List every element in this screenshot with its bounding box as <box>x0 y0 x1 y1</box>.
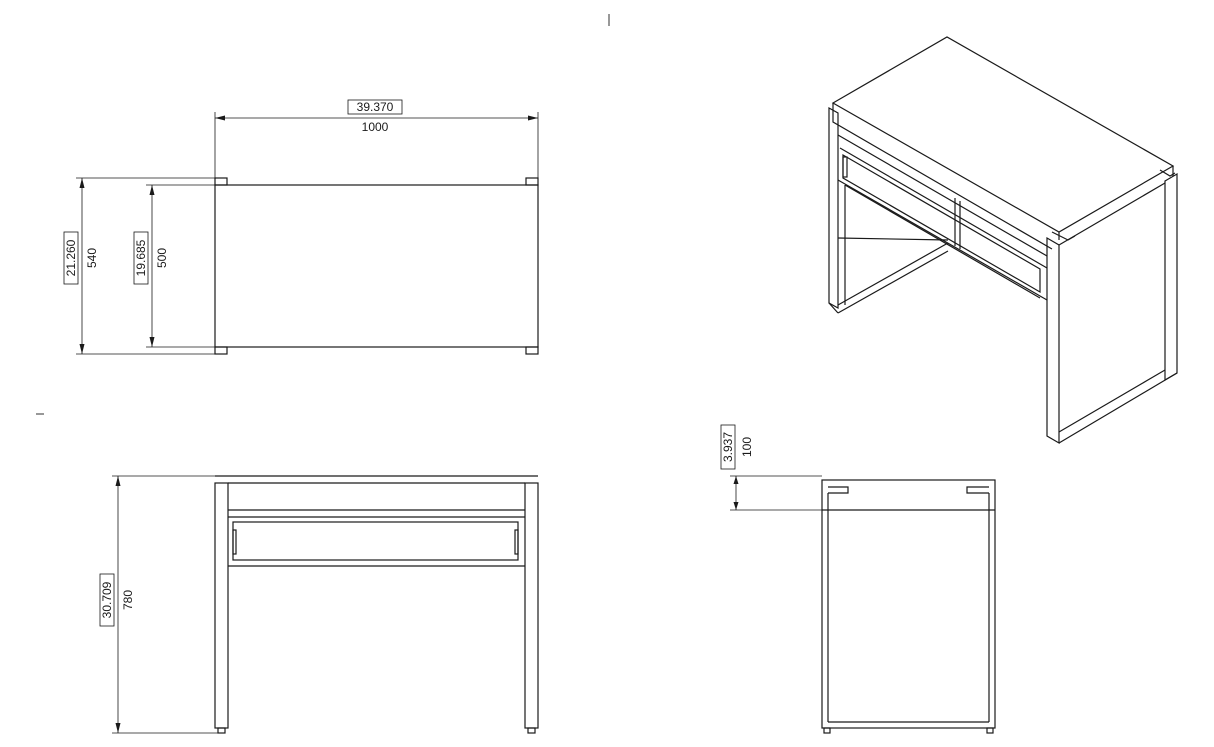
depth-outer-inch-label: 21.260 <box>64 239 78 276</box>
foot-left <box>217 727 226 734</box>
iso-tabletop <box>831 36 1175 233</box>
front-view <box>214 475 539 734</box>
leg-bottom-right <box>525 346 539 355</box>
leg-bottom-left <box>214 346 228 355</box>
height-inch-label: 30.709 <box>100 581 114 618</box>
drawer-handle-left <box>232 529 237 555</box>
leg-top-left <box>214 177 228 186</box>
depth-inner-mm-label: 500 <box>155 248 169 268</box>
iso-leg-front-right <box>1046 236 1060 445</box>
depth-inner-inch-label: 19.685 <box>134 239 148 276</box>
side-foot-right <box>986 727 994 734</box>
iso-drawer-front <box>842 153 1041 294</box>
apron-inch-label: 3.937 <box>721 432 735 462</box>
iso-leg-back-right <box>1164 172 1178 382</box>
foot-right <box>527 727 536 734</box>
isometric-view <box>828 36 1178 445</box>
height-dimension: 30.709 780 <box>99 475 218 734</box>
top-view <box>214 177 539 355</box>
leg-top-right <box>525 177 539 186</box>
side-foot-left <box>823 727 831 734</box>
front-leg-left <box>214 482 229 729</box>
width-inch-label: 39.370 <box>357 100 394 114</box>
front-drawer-panel <box>232 521 519 561</box>
height-mm-label: 780 <box>121 590 135 610</box>
depth-outer-dimension: 21.260 540 <box>63 177 215 355</box>
apron-dimension: 3.937 100 <box>720 424 822 511</box>
front-leg-right <box>524 482 539 729</box>
side-view <box>821 479 996 734</box>
width-dimension: 39.370 1000 <box>214 99 539 178</box>
side-frame-outer <box>821 479 996 729</box>
width-inch-bracket <box>347 99 403 115</box>
desk-top-outline <box>214 184 539 348</box>
iso-drawer-handle <box>842 156 848 178</box>
iso-leg-back-left <box>828 106 839 310</box>
depth-inner-dimension: 19.685 500 <box>133 184 215 348</box>
drawer-handle-right <box>514 529 519 555</box>
apron-mm-label: 100 <box>740 437 754 457</box>
depth-outer-mm-label: 540 <box>85 248 99 268</box>
width-mm-label: 1000 <box>362 120 389 134</box>
